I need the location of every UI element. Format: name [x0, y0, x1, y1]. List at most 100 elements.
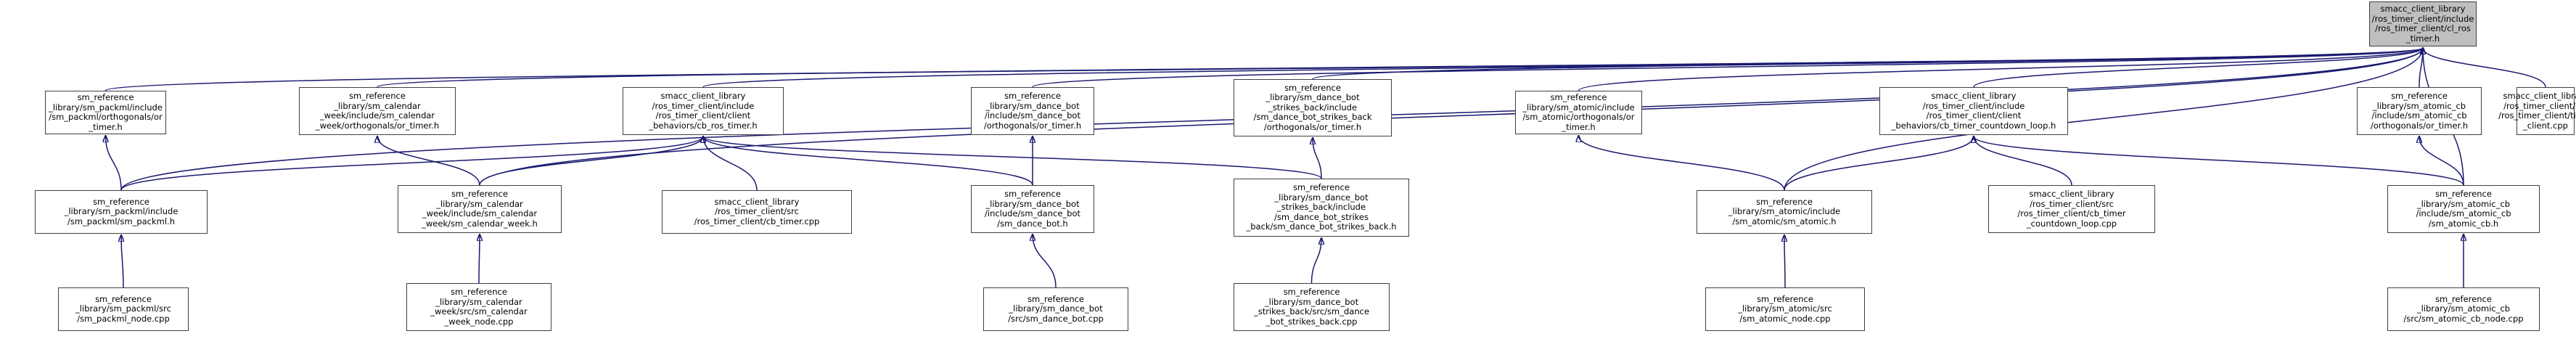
edge-atomic_orth-to-root: [1578, 48, 2424, 91]
edge-atomic_h-to-root: [1784, 48, 2423, 191]
node-dance-bot-h[interactable]: sm_reference_library/sm_dance_bot/includ…: [971, 185, 1094, 233]
node-label-line: /ros_timer_client/include: [1922, 100, 2025, 111]
edge-cb_ros_timer_cpp-to-cb_ros_timer: [703, 136, 758, 191]
node-label-line: /orthogonals/or_timer.h: [2370, 120, 2469, 131]
node-label-line: _behaviors/cb_ros_timer.h: [649, 120, 758, 131]
node-label-line: sm_reference: [1550, 92, 1607, 102]
node-label-line: _library/sm_calendar: [435, 296, 522, 307]
node-label-line: _library/sm_packml/src: [75, 303, 171, 314]
node-packml-node-cpp[interactable]: sm_reference_library/sm_packml/src/sm_pa…: [58, 287, 189, 331]
edge-countdown_loop_cpp-to-countdown_loop_h: [1974, 136, 2072, 186]
node-label-line: _library/sm_atomic/include: [1522, 102, 1635, 113]
edge-packml_cpp-to-packml_h: [121, 235, 123, 288]
node-label-line: _library/sm_dance_bot: [1009, 303, 1103, 314]
edge-atomic_h-to-atomic_orth: [1579, 136, 1785, 191]
node-label-line: sm_reference: [1004, 91, 1061, 101]
edge-atomic_h-to-countdown_loop_h: [1784, 136, 1974, 191]
edge-atomic_cpp-to-atomic_h: [1784, 235, 1785, 288]
node-calendar-or-timer-h[interactable]: sm_reference_library/sm_calendar_week/in…: [299, 87, 456, 135]
edge-strikes_h-to-cb_ros_timer: [703, 136, 1322, 179]
node-label-line: /ros_timer_client/src: [715, 206, 799, 217]
node-strikes-back-or-timer-h[interactable]: sm_reference_library/sm_dance_bot_strike…: [1234, 79, 1392, 136]
node-countdown-loop-h[interactable]: smacc_client_library/ros_timer_client/in…: [1879, 87, 2068, 135]
node-atomic-or-timer-h[interactable]: sm_reference_library/sm_atomic/include/s…: [1515, 91, 1642, 134]
node-packml-h[interactable]: sm_reference_library/sm_packml/include/s…: [35, 190, 208, 234]
node-label-line: /ros_timer_client/include: [2371, 13, 2474, 24]
node-label-line: sm_reference: [1293, 182, 1350, 193]
node-label-line: _strikes_back/include: [1276, 202, 1366, 213]
node-label-line: _strikes_back/include: [1268, 102, 1358, 113]
node-label-line: _library/sm_calendar: [334, 100, 421, 111]
node-atomic-cb-or-timer-h[interactable]: sm_reference_library/sm_atomic_cb/includ…: [2357, 87, 2482, 135]
node-label-line: _library/sm_dance_bot: [1274, 192, 1369, 203]
node-atomic-cb-h[interactable]: sm_reference_library/sm_atomic_cb/includ…: [2387, 185, 2540, 233]
node-label-line: sm_reference: [2435, 293, 2492, 304]
node-label-line: smacc_client_library: [2503, 91, 2576, 101]
edge-cal_orth-to-root: [377, 48, 2423, 88]
node-label-line: _week/orthogonals/or_timer.h: [315, 120, 440, 131]
node-label-line: _week/src/sm_calendar: [430, 306, 528, 316]
node-label-line: sm_reference: [77, 92, 134, 102]
node-label-line: /src/sm_dance_bot.cpp: [1008, 313, 1104, 324]
node-label-line: sm_reference: [349, 91, 406, 101]
edge-packml_h-to-cb_ros_timer: [120, 136, 703, 191]
node-label-line: /ros_timer_client/cb_timer.cpp: [694, 216, 820, 226]
node-label-line: /ros_timer_client/client: [655, 110, 751, 121]
node-label-line: /include/sm_dance_bot: [985, 208, 1080, 218]
node-atomic-node-cpp[interactable]: sm_reference_library/sm_atomic/src/sm_at…: [1705, 287, 1865, 331]
node-label-line: /orthogonals/or_timer.h: [983, 120, 1082, 131]
node-label-line: _timer.h: [89, 121, 123, 132]
node-label-line: /sm_packml/sm_packml.h: [67, 216, 176, 226]
node-timer-client-cpp[interactable]: smacc_client_library/ros_timer_client/sr…: [2498, 87, 2576, 135]
node-label-line: /sm_atomic_node.cpp: [1739, 313, 1831, 324]
node-label-line: /ros_timer_client/cl_ros: [2375, 23, 2471, 33]
node-label-line: /include/sm_atomic_cb: [2371, 110, 2467, 121]
edge-cal_h-to-cb_ros_timer: [479, 136, 703, 186]
node-calendar-week-node-cpp[interactable]: sm_reference_library/sm_calendar_week/sr…: [406, 283, 551, 331]
node-label-line: smacc_client_library: [1931, 91, 2017, 101]
node-label-line: /sm_atomic/sm_atomic.h: [1732, 216, 1837, 226]
node-label-line: /sm_dance_bot_strikes: [1274, 211, 1369, 222]
node-label-line: _library/sm_atomic/src: [1738, 303, 1832, 314]
node-label-line: /include/sm_dance_bot: [984, 110, 1080, 121]
node-label-line: _library/sm_atomic/include: [1728, 206, 1841, 217]
node-label-line: sm_reference: [95, 293, 152, 304]
node-label-line: /sm_atomic_cb.h: [2428, 218, 2499, 229]
edge-countdown_loop_h-to-root: [1973, 48, 2423, 88]
node-label-line: smacc_client_library: [2029, 189, 2114, 199]
node-atomic-cb-node-cpp[interactable]: sm_reference_library/sm_atomic_cb/src/sm…: [2387, 287, 2540, 331]
node-dance-bot-cpp[interactable]: sm_reference_library/sm_dance_bot/src/sm…: [983, 287, 1128, 331]
node-label-line: _client.cpp: [2523, 120, 2568, 131]
node-label-line: /ros_timer_client/include: [652, 100, 755, 111]
node-strikes-back-h[interactable]: sm_reference_library/sm_dance_bot_strike…: [1234, 179, 1409, 237]
node-label-line: /src/sm_atomic_cb_node.cpp: [2403, 313, 2524, 324]
node-calendar-week-h[interactable]: sm_reference_library/sm_calendar_week/in…: [398, 185, 562, 233]
node-label-line: sm_reference: [451, 189, 508, 199]
node-cb-ros-timer-cpp[interactable]: smacc_client_library/ros_timer_client/sr…: [662, 190, 852, 234]
node-label-line: _strikes_back/src/sm_dance: [1253, 306, 1370, 316]
node-label-line: _library/sm_dance_bot: [1264, 296, 1359, 307]
node-label-line: sm_reference: [93, 196, 149, 207]
node-label-line: /ros_timer_client/src: [2030, 198, 2114, 209]
node-label-line: /sm_packml/orthogonals/or: [49, 112, 163, 122]
node-label-line: smacc_client_library: [714, 196, 800, 207]
node-cb-ros-timer-h[interactable]: smacc_client_library/ros_timer_client/in…: [623, 87, 784, 135]
edge-packml_h-to-packml_orth: [106, 136, 122, 191]
node-label-line: _week/sm_calendar_week.h: [422, 218, 538, 229]
node-label-line: _library/sm_dance_bot: [985, 198, 1080, 209]
node-label-line: sm_reference: [1004, 189, 1061, 199]
node-label-line: sm_reference: [1027, 293, 1084, 304]
node-label-line: _library/sm_dance_bot: [985, 100, 1080, 111]
node-packml-or-timer-h[interactable]: sm_reference_library/sm_packml/include/s…: [45, 91, 166, 134]
edge-cal_cpp-to-cal_h: [479, 234, 480, 284]
node-countdown-loop-cpp[interactable]: smacc_client_library/ros_timer_client/sr…: [1988, 185, 2155, 233]
node-label-line: smacc_client_library: [2380, 4, 2466, 14]
node-dance-bot-or-timer-h[interactable]: sm_reference_library/sm_dance_bot/includ…: [971, 87, 1094, 135]
node-label-line: _behaviors/cb_timer_countdown_loop.h: [1891, 120, 2056, 131]
node-atomic-h[interactable]: sm_reference_library/sm_atomic/include/s…: [1697, 190, 1872, 234]
node-strikes-back-cpp[interactable]: sm_reference_library/sm_dance_bot_strike…: [1234, 283, 1390, 331]
edge-strikes_h-to-strikes_orth: [1313, 138, 1322, 179]
node-label-line: _library/sm_atomic_cb: [2416, 198, 2511, 209]
edge-cal_h-to-root: [479, 48, 2423, 186]
